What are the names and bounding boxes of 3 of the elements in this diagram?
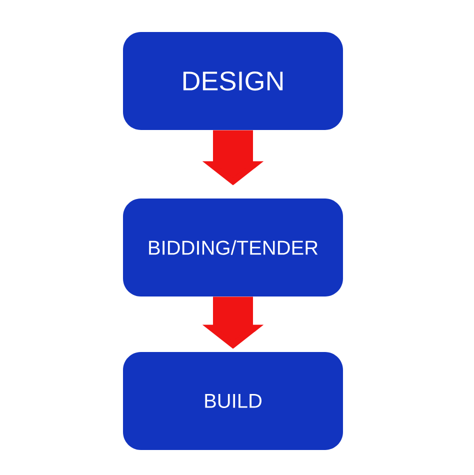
process-box: BIDDING/TENDER — [123, 198, 343, 296]
process-box: BUILD — [123, 352, 343, 450]
process-box: DESIGN — [123, 32, 343, 130]
